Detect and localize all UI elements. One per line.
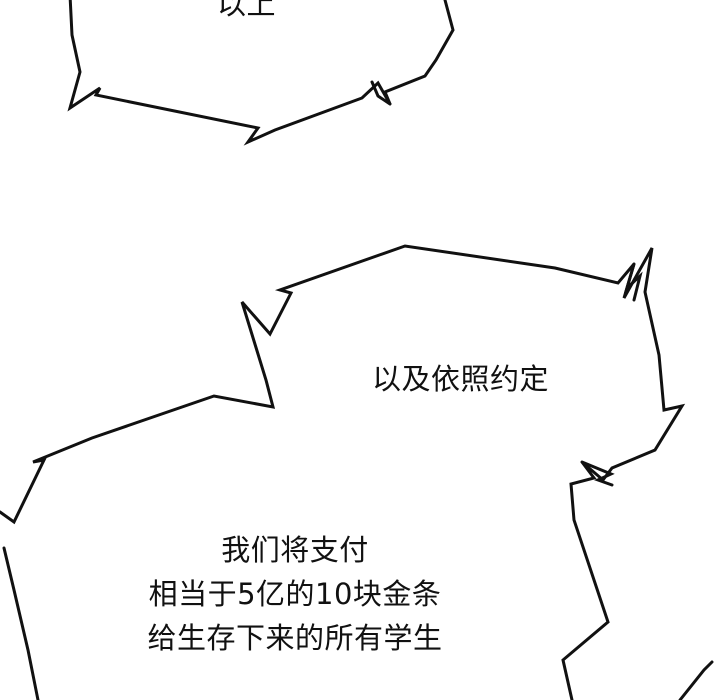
jagged-accent-mark xyxy=(580,460,615,487)
jagged-accent-mark xyxy=(370,80,392,106)
bubble-top-text: 以上 xyxy=(217,0,277,21)
speech-bubble-top-outline xyxy=(67,0,455,146)
bubble-middle-text: 以及依照约定 xyxy=(372,362,550,396)
speech-bubble-left-edge xyxy=(2,546,40,700)
jagged-accent-mark xyxy=(624,262,643,302)
bubble-bottom-line: 我们将支付 xyxy=(221,533,369,567)
bubble-bottom-line: 给生存下来的所有学生 xyxy=(147,621,443,655)
bubble-bottom-text: 我们将支付 相当于5亿的10块金条 给生存下来的所有学生 xyxy=(0,528,590,660)
speech-bubble-bottom-right-stroke xyxy=(678,660,714,700)
bubble-bottom-line: 相当于5亿的10块金条 xyxy=(148,577,442,611)
